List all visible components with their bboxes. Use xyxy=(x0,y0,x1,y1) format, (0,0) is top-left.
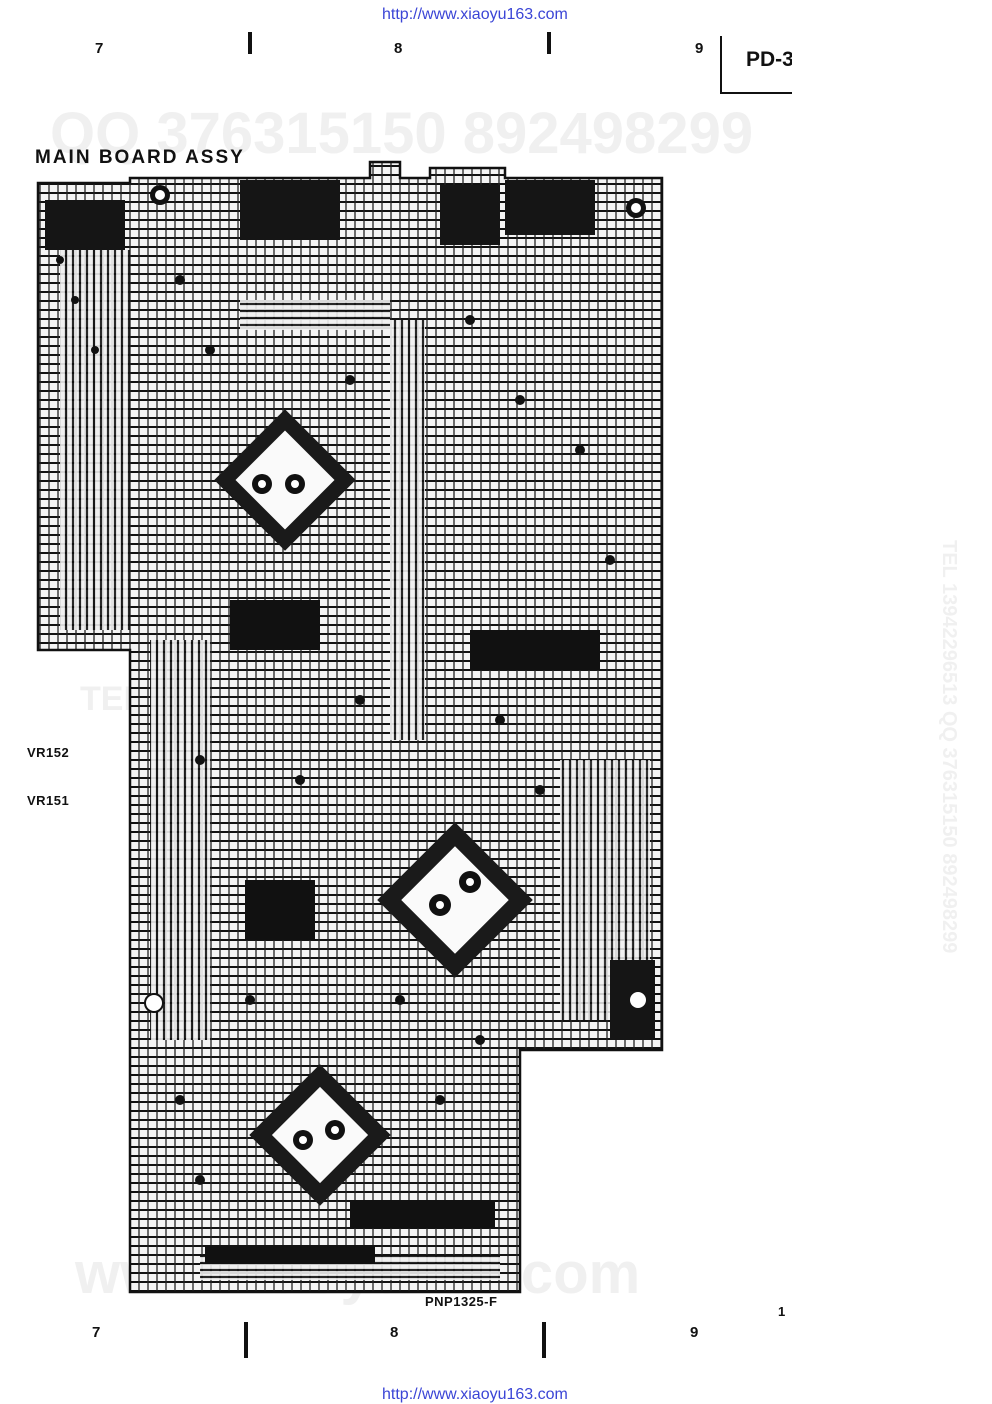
footer-column-divider xyxy=(244,1322,248,1358)
column-number-8: 8 xyxy=(394,40,403,57)
trace-bus xyxy=(150,640,210,1040)
ground-plane xyxy=(505,180,595,235)
ground-plane xyxy=(240,180,340,240)
trace-bus xyxy=(390,320,425,740)
qfp-package xyxy=(377,822,533,978)
mounting-hole xyxy=(626,198,646,218)
column-divider xyxy=(547,32,551,54)
footer-column-number-7: 7 xyxy=(92,1324,101,1341)
trace-bus xyxy=(240,300,390,330)
ic-footprint xyxy=(470,630,600,670)
footer-url-link[interactable]: http://www.xiaoyu163.com xyxy=(382,1386,568,1403)
ic-footprint xyxy=(245,880,315,940)
watermark-qq: QQ 376315150 892498299 xyxy=(50,101,754,166)
footer-column-number-8: 8 xyxy=(390,1324,399,1341)
ic-footprint xyxy=(230,600,320,650)
model-box: PD-3 xyxy=(720,36,792,94)
column-number-7: 7 xyxy=(95,40,104,57)
connector-strip xyxy=(205,1245,375,1263)
column-number-9: 9 xyxy=(695,40,704,57)
qfp-package xyxy=(249,1064,391,1206)
part-number: PNP1325-F xyxy=(425,1294,498,1309)
column-divider xyxy=(248,32,252,54)
mounting-hole xyxy=(630,992,646,1008)
page-number: 1 xyxy=(778,1304,786,1319)
ground-plane xyxy=(440,185,500,245)
mounting-hole xyxy=(144,993,164,1013)
mounting-hole xyxy=(150,185,170,205)
solder-pads xyxy=(56,256,615,1185)
vr151-label: VR151 xyxy=(27,793,70,808)
header-url-link[interactable]: http://www.xiaoyu163.com xyxy=(382,6,568,23)
ic-footprint xyxy=(350,1200,495,1228)
model-name: PD-3 xyxy=(746,48,792,71)
ground-plane xyxy=(45,200,125,250)
board-title: MAIN BOARD ASSY xyxy=(35,147,245,168)
vr152-label: VR152 xyxy=(27,745,70,760)
trace-bus xyxy=(60,250,130,630)
footer-column-number-9: 9 xyxy=(690,1324,699,1341)
footer-column-divider xyxy=(542,1322,546,1358)
